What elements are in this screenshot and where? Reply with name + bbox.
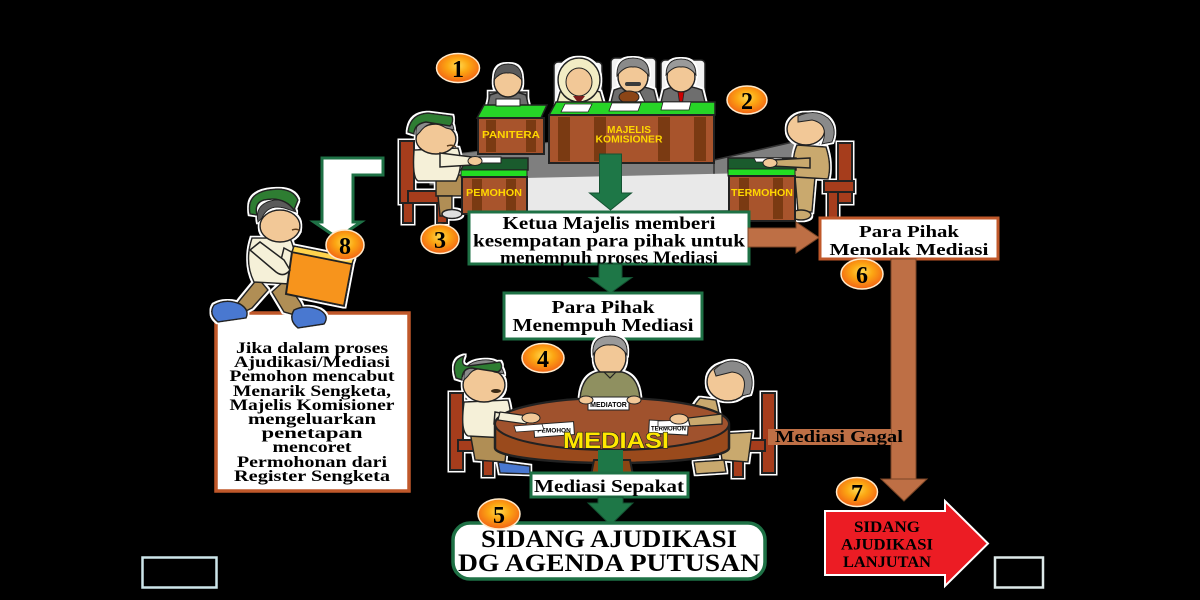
svg-text:Menempuh Mediasi: Menempuh Mediasi [513, 315, 694, 335]
svg-text:LANJUTAN: LANJUTAN [843, 554, 931, 571]
svg-text:3: 3 [434, 228, 446, 254]
svg-text:Para Pihak: Para Pihak [859, 222, 960, 241]
svg-text:Para Pihak: Para Pihak [552, 297, 655, 317]
svg-text:mengeluarkan: mengeluarkan [248, 411, 376, 428]
svg-text:MEDIATOR: MEDIATOR [590, 402, 627, 409]
svg-text:TERMOHON: TERMOHON [731, 188, 793, 199]
svg-text:1: 1 [452, 57, 464, 83]
svg-text:SIDANG AJUDIKASI: SIDANG AJUDIKASI [481, 526, 737, 553]
svg-text:Permohonan dari: Permohonan dari [237, 454, 388, 471]
svg-text:2: 2 [741, 89, 753, 115]
svg-text:4: 4 [537, 347, 549, 373]
svg-text:Jika dalam proses: Jika dalam proses [236, 340, 388, 357]
svg-text:penetapan: penetapan [262, 425, 363, 442]
svg-text:8: 8 [339, 234, 351, 260]
svg-text:Ketua Majelis memberi: Ketua Majelis memberi [503, 213, 716, 233]
svg-text:PANITERA: PANITERA [482, 130, 540, 141]
svg-text:Menolak Mediasi: Menolak Mediasi [830, 240, 989, 259]
svg-text:Mediasi Gagal: Mediasi Gagal [775, 427, 903, 446]
svg-text:MAJELIS: MAJELIS [607, 125, 651, 136]
svg-text:Register Sengketa: Register Sengketa [234, 468, 390, 485]
svg-text:PEMOHON: PEMOHON [466, 188, 522, 199]
svg-text:5: 5 [493, 503, 505, 529]
svg-text:6: 6 [856, 263, 868, 289]
svg-text:AJUDIKASI: AJUDIKASI [841, 537, 933, 554]
svg-text:kesempatan para pihak untuk: kesempatan para pihak untuk [473, 231, 745, 251]
svg-text:Ajudikasi/Mediasi: Ajudikasi/Mediasi [234, 354, 391, 371]
svg-text:TERMOHON: TERMOHON [651, 427, 686, 433]
svg-text:menempuh proses Mediasi: menempuh proses Mediasi [500, 248, 718, 268]
svg-text:PEMOHON: PEMOHON [537, 428, 571, 435]
svg-text:SIDANG: SIDANG [854, 519, 920, 536]
svg-text:7: 7 [851, 481, 863, 507]
svg-text:KOMISIONER: KOMISIONER [596, 135, 664, 146]
svg-text:Mediasi Sepakat: Mediasi Sepakat [534, 476, 684, 496]
svg-text:Menarik Sengketa,: Menarik Sengketa, [233, 383, 391, 400]
svg-text:Majelis Komisioner: Majelis Komisioner [230, 397, 395, 414]
svg-text:MEDIASI: MEDIASI [563, 428, 669, 453]
svg-text:mencoret: mencoret [273, 439, 353, 456]
svg-text:DG AGENDA PUTUSAN: DG AGENDA PUTUSAN [458, 550, 760, 577]
svg-text:Pemohon mencabut: Pemohon mencabut [230, 368, 396, 385]
